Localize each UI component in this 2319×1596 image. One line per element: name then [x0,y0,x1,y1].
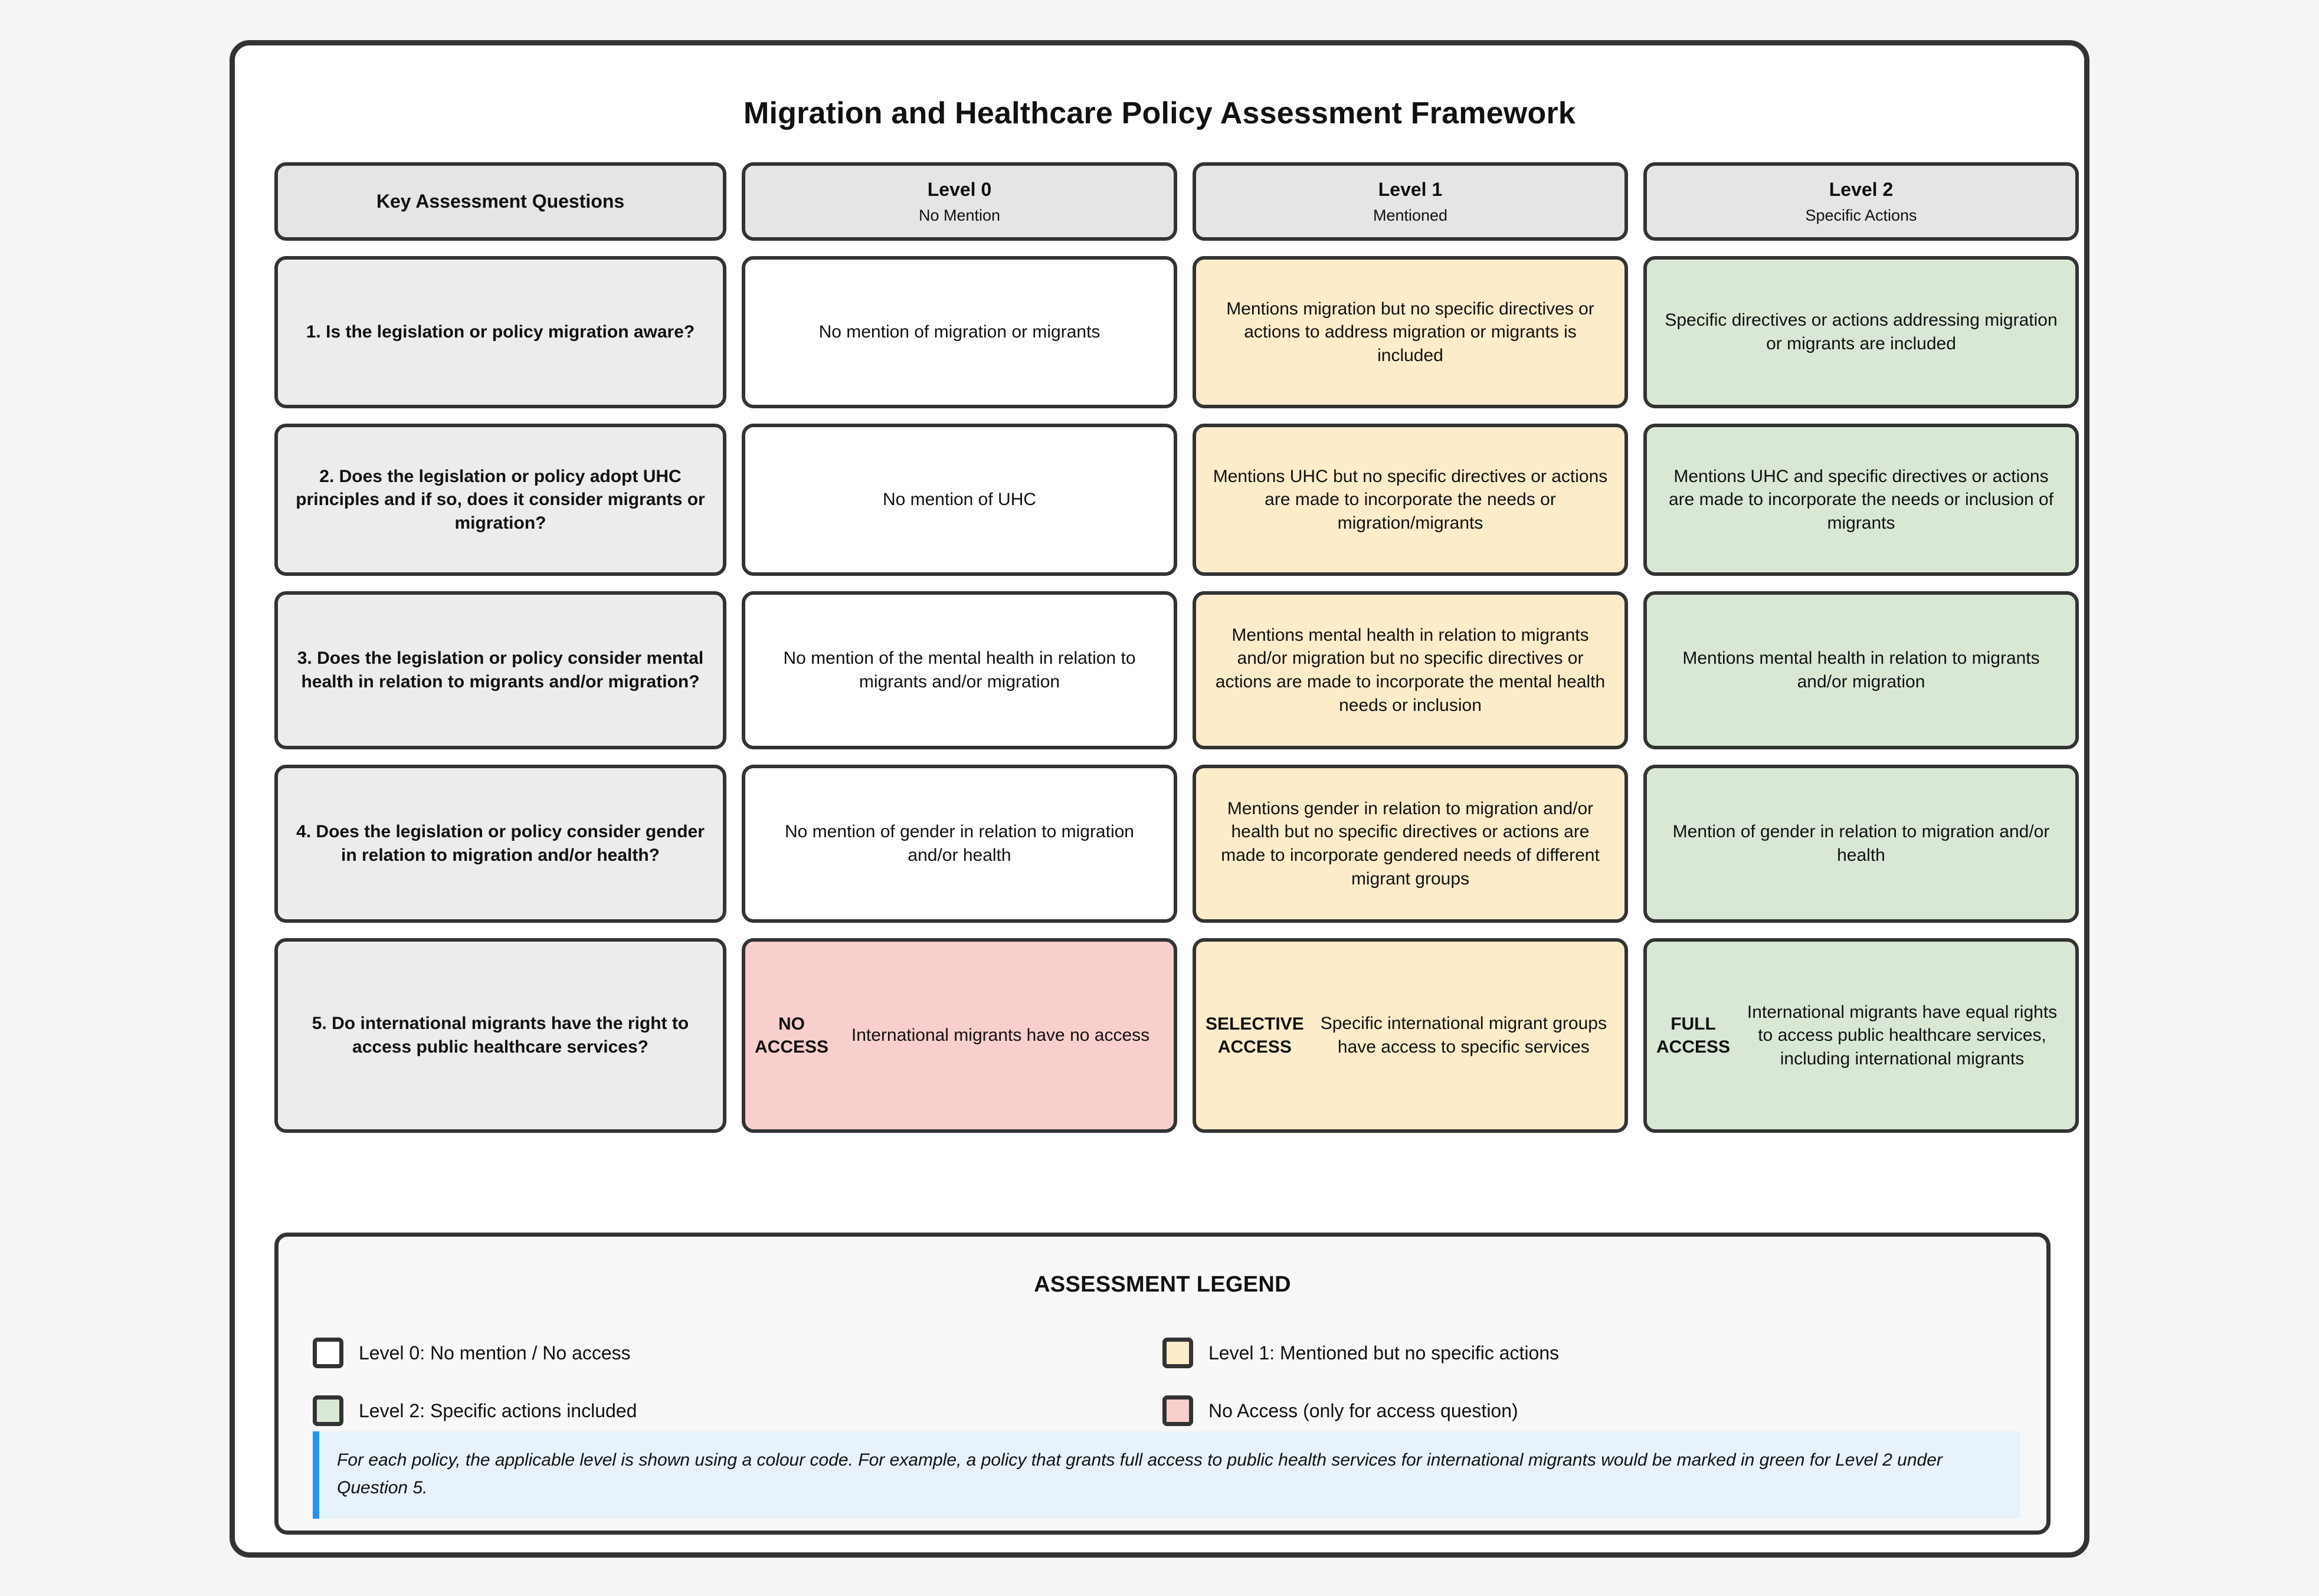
legend-label-no-access: No Access (only for access question) [1208,1400,1518,1421]
legend-label-level0: Level 0: No mention / No access [359,1342,631,1364]
header-level1-sublabel: Mentioned [1373,206,1448,224]
legend-item-list: Level 0: No mention / No access Level 1:… [313,1324,2012,1440]
level0-cell-5-no-access: NO ACCESS International migrants have no… [742,938,1177,1133]
page-title: Migration and Healthcare Policy Assessme… [743,96,1576,130]
matrix-row-2: 2. Does the legislation or policy adopt … [274,424,2079,576]
level1-cell-5-selective-access: SELECTIVE ACCESS Specific international … [1193,938,1628,1133]
no-access-tag: NO ACCESS [755,1014,829,1057]
level1-cell-1: Mentions migration but no specific direc… [1193,256,1628,408]
full-access-description: International migrants have equal rights… [1747,1002,2058,1069]
question-cell-1: 1. Is the legislation or policy migratio… [274,256,726,408]
level1-cell-2: Mentions UHC but no specific directives … [1193,424,1628,576]
assessment-legend-panel: ASSESSMENT LEGEND Level 0: No mention / … [274,1233,2051,1535]
framework-card: Migration and Healthcare Policy Assessme… [230,40,2089,1558]
matrix-header-row: Key Assessment Questions Level 0 No Ment… [274,162,2079,241]
level2-cell-5-full-access: FULL ACCESS International migrants have … [1643,938,2079,1133]
matrix-row-1: 1. Is the legislation or policy migratio… [274,256,2079,408]
legend-label-level1: Level 1: Mentioned but no specific actio… [1208,1342,1560,1364]
header-level2-label: Level 2 [1829,178,1894,200]
legend-note-text: For each policy, the applicable level is… [337,1450,1943,1497]
level1-cell-3: Mentions mental health in relation to mi… [1193,591,1628,749]
legend-label-level2: Level 2: Specific actions included [359,1400,637,1421]
matrix-row-5: 5. Do international migrants have the ri… [274,938,2079,1133]
level2-cell-2: Mentions UHC and specific directives or … [1643,424,2079,576]
legend-item-level0: Level 0: No mention / No access [313,1324,1162,1382]
question-cell-4: 4. Does the legislation or policy consid… [274,765,726,923]
full-access-tag: FULL ACCESS [1656,1014,1731,1057]
no-access-description: International migrants have no access [851,1025,1150,1046]
level0-cell-2: No mention of UHC [742,424,1177,576]
assessment-matrix: Key Assessment Questions Level 0 No Ment… [274,162,2079,1148]
selective-access-description: Specific international migrant groups ha… [1320,1014,1607,1057]
swatch-level0-icon [313,1338,343,1368]
question-cell-2: 2. Does the legislation or policy adopt … [274,424,726,576]
selective-access-tag: SELECTIVE ACCESS [1206,1014,1304,1057]
level2-cell-1: Specific directives or actions addressin… [1643,256,2079,408]
header-level2-sublabel: Specific Actions [1805,206,1917,224]
level2-cell-4: Mention of gender in relation to migrati… [1643,765,2079,923]
level0-cell-3: No mention of the mental health in relat… [742,591,1177,749]
header-level0-sublabel: No Mention [918,206,1001,224]
header-cell-level2: Level 2 Specific Actions [1643,162,2079,241]
level1-cell-4: Mentions gender in relation to migration… [1193,765,1628,923]
header-questions-label: Key Assessment Questions [376,191,625,212]
question-cell-5: 5. Do international migrants have the ri… [274,938,726,1133]
level2-cell-3: Mentions mental health in relation to mi… [1643,591,2079,749]
legend-item-level2: Level 2: Specific actions included [313,1382,1162,1440]
question-cell-3: 3. Does the legislation or policy consid… [274,591,726,749]
swatch-level1-icon [1162,1338,1193,1368]
header-cell-level1: Level 1 Mentioned [1193,162,1628,241]
header-cell-questions: Key Assessment Questions [274,162,726,241]
legend-title: ASSESSMENT LEGEND [1034,1272,1291,1297]
legend-note-box: For each policy, the applicable level is… [313,1431,2020,1519]
header-level0-label: Level 0 [927,178,992,200]
level0-cell-1: No mention of migration or migrants [742,256,1177,408]
matrix-row-4: 4. Does the legislation or policy consid… [274,765,2079,923]
swatch-no-access-icon [1162,1395,1193,1426]
level0-cell-4: No mention of gender in relation to migr… [742,765,1177,923]
legend-item-level1: Level 1: Mentioned but no specific actio… [1162,1324,2012,1382]
header-level1-label: Level 1 [1378,178,1443,200]
header-cell-level0: Level 0 No Mention [742,162,1177,241]
swatch-level2-icon [313,1395,343,1426]
legend-item-no-access: No Access (only for access question) [1162,1382,2012,1440]
matrix-row-3: 3. Does the legislation or policy consid… [274,591,2079,749]
